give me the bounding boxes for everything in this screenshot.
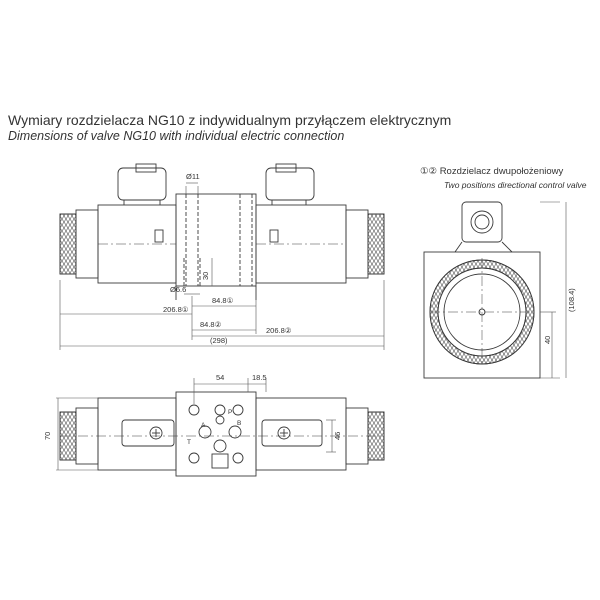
top-view [59,391,385,477]
side-dimensions [540,201,567,379]
side-note-pl: ①② Rozdzielacz dwupołożeniowy [420,166,563,177]
dim-d1084: (108.4) [567,288,576,312]
dim-d30: 30 [201,272,210,280]
front-view [59,163,385,300]
port-t: T [187,439,191,446]
side-note-marker: ①② [420,166,438,177]
side-note-en: Two positions directional control valve [444,180,587,190]
port-a: A [201,422,206,429]
dim-d2068-2: 206.8② [266,326,292,335]
dim-d54: 54 [216,373,224,382]
dim-d11: Ø11 [186,172,200,181]
title-pl: Wymiary rozdzielacza NG10 z indywidualny… [8,112,452,128]
dim-d2068-1: 206.8① [163,305,189,314]
top-dimension-labels: 54 18.5 70 46 [43,373,342,440]
front-dimensions [59,182,385,350]
side-note-title-pl: Rozdzielacz dwupołożeniowy [439,166,564,177]
dim-d848-1: 84.8① [212,296,234,305]
port-p: P [228,409,232,416]
side-dimension-labels: (108.4) 40 [543,288,576,344]
port-labels: P A B T [187,409,241,446]
dim-d66: Ø6.6 [170,285,186,294]
top-dimensions [56,378,336,471]
dim-d70: 70 [43,432,52,440]
front-dimension-labels: Ø11 Ø6.6 30 84.8① 206.8① 84.8② 206.8② (2… [163,172,292,345]
dim-d185: 18.5 [252,373,267,382]
side-view [423,201,541,379]
dim-d298: (298) [210,336,228,345]
dim-d848-2: 84.8② [200,320,222,329]
title-en: Dimensions of valve NG10 with individual… [8,129,345,143]
port-b: B [237,420,241,427]
dim-d46: 46 [333,432,342,440]
dim-d40: 40 [543,336,552,344]
